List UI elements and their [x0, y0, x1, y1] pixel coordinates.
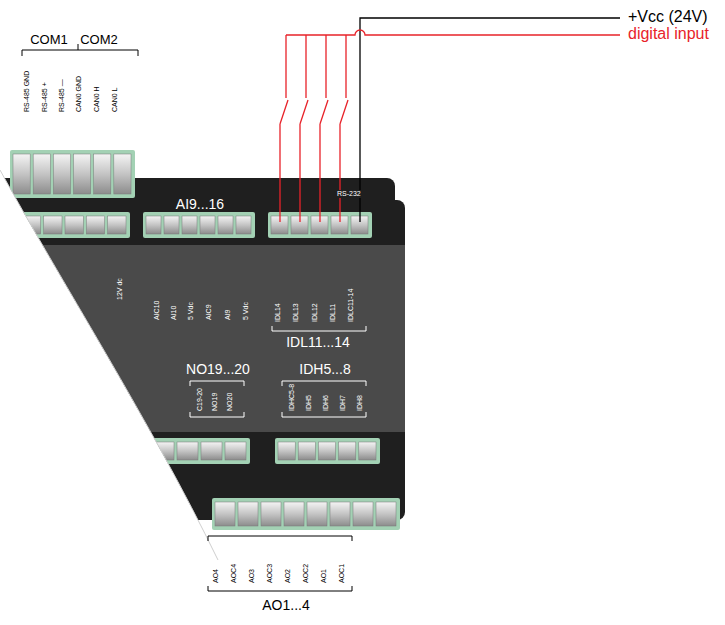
- terminal-block: [143, 212, 255, 238]
- pin-label: AI9: [224, 309, 232, 320]
- terminal-screw: [215, 502, 235, 526]
- pin-label: CAN0 L: [111, 87, 119, 112]
- pin-label: AI10: [170, 306, 178, 320]
- terminal-screw: [182, 216, 197, 234]
- pin-label: C19-20: [196, 388, 204, 411]
- terminal-block: [275, 438, 380, 464]
- pin-label: IDL13: [292, 303, 300, 322]
- label-band: [0, 245, 405, 432]
- terminal-screw: [164, 216, 179, 234]
- terminal-screw: [359, 442, 376, 460]
- pin-label: AO3: [248, 569, 256, 583]
- pin-label: AO1: [320, 569, 328, 583]
- pin-label: RS-485 +: [41, 82, 49, 112]
- pin-label: AOC4: [230, 564, 238, 583]
- switch-contact: [300, 35, 308, 222]
- ao-bracket: [208, 536, 352, 591]
- terminal-screw: [284, 502, 304, 526]
- pin-label: AIC10: [153, 301, 161, 320]
- pin-label: NO20: [226, 393, 234, 411]
- pin-label: IDL12: [311, 303, 319, 322]
- pin-label: IDH5: [305, 395, 313, 411]
- pin-label: IDH6: [322, 395, 330, 411]
- terminal-screw: [330, 502, 350, 526]
- pin-label: IDH7: [339, 395, 347, 411]
- switch-contact: [280, 35, 288, 222]
- terminal-screw: [236, 216, 251, 234]
- group-label: AO1...4: [262, 598, 309, 613]
- pin-label: IDHC5-8: [288, 384, 296, 411]
- idh-bracket: [282, 381, 366, 417]
- digital-input-wire: [286, 30, 620, 35]
- group-label: digital input: [628, 25, 709, 43]
- device-housing-group: [0, 150, 405, 530]
- group-label: COM2: [80, 33, 118, 47]
- terminal-block: [150, 438, 250, 464]
- terminal-screw: [307, 502, 327, 526]
- terminal-screw: [44, 216, 62, 234]
- terminal-screw: [86, 216, 104, 234]
- group-label: IDL11...14: [286, 335, 350, 350]
- terminal-block: [0, 212, 130, 238]
- terminal-screw: [278, 442, 295, 460]
- terminal-screw: [146, 216, 161, 234]
- group-label: NO19...20: [186, 362, 250, 377]
- pin-label: NO19: [211, 393, 219, 411]
- terminal-screw: [114, 154, 131, 194]
- cutaway-edge: [0, 170, 218, 560]
- pin-label: AO4: [212, 569, 220, 583]
- pin-label: IDLC11-14: [347, 289, 355, 322]
- pin-label: IDH8: [356, 395, 364, 411]
- terminal-screw: [94, 154, 111, 194]
- pin-label: CAN0 H: [93, 86, 101, 112]
- terminal-screw: [353, 502, 373, 526]
- group-label: COM1: [30, 33, 68, 47]
- terminal-screw: [13, 154, 30, 194]
- terminal-screw: [298, 442, 315, 460]
- terminal-screw: [376, 502, 396, 526]
- terminal-screw: [74, 154, 91, 194]
- no-bracket: [190, 381, 244, 417]
- terminal-screw: [225, 442, 246, 460]
- terminal-block: [10, 150, 135, 198]
- pin-label: 5 Vdc: [187, 302, 195, 320]
- pin-label: 5 Vdc: [242, 302, 250, 320]
- terminal-screw: [218, 216, 233, 234]
- group-label: +Vcc (24V): [628, 8, 708, 26]
- pin-label: IDL11: [329, 304, 337, 322]
- pin-label: CAN0 GND: [75, 76, 83, 112]
- vcc-wire: [360, 18, 620, 222]
- pin-label: RS-485 —: [58, 79, 66, 112]
- pin-label: 12V dc: [116, 278, 124, 300]
- terminal-screw: [65, 216, 83, 234]
- pin-label: AOC2: [302, 564, 310, 583]
- housing-body: [0, 200, 405, 520]
- idl-bracket: [272, 326, 366, 331]
- terminal-screw: [33, 154, 50, 194]
- terminal-screw: [339, 442, 356, 460]
- terminal-block: [212, 498, 400, 530]
- pin-label: RS-485 GND: [23, 71, 31, 112]
- terminal-screw: [177, 442, 198, 460]
- terminal-screw: [53, 154, 70, 194]
- switch-contact: [320, 35, 328, 222]
- group-label: AI9...16: [176, 197, 224, 212]
- pin-label: AIC9: [205, 304, 213, 320]
- pin-label: AOC1: [338, 564, 346, 583]
- group-label: IDH5...8: [299, 362, 350, 377]
- terminal-screw: [200, 216, 215, 234]
- pin-label: AO2: [284, 569, 292, 583]
- terminal-screw: [238, 502, 258, 526]
- pin-label: AOC3: [266, 564, 274, 583]
- group-label: RS-232: [336, 190, 362, 198]
- terminal-screw: [201, 442, 222, 460]
- terminal-screw: [153, 442, 174, 460]
- terminal-screw: [1, 216, 19, 234]
- terminal-screw: [261, 502, 281, 526]
- pin-label: IDL14: [274, 303, 282, 322]
- terminal-screw: [108, 216, 126, 234]
- terminal-screw: [318, 442, 335, 460]
